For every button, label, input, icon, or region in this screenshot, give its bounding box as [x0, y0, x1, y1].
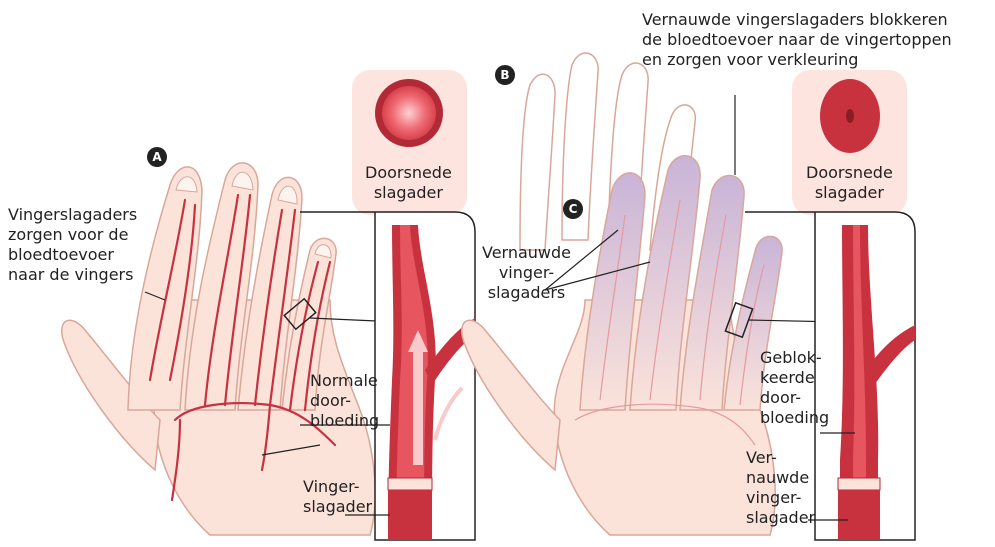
blocked-flow-label: Geblok- keerde door- bloeding	[760, 348, 829, 428]
badge-a: A	[147, 147, 167, 167]
narrowed-arteries-label: Vernauwde vinger- slagaders	[482, 243, 571, 303]
narrowed-artery-label: Ver- nauwde vinger- slagader	[746, 448, 815, 528]
cross-section-label-narrowed: Doorsnede slagader	[806, 163, 893, 203]
cross-section-label-normal: Doorsnede slagader	[365, 163, 452, 203]
finger-artery-label: Vinger- slagader	[303, 477, 372, 517]
badge-b: B	[495, 65, 515, 85]
normal-flow-label: Normale door- bloeding	[310, 371, 379, 431]
badge-c: C	[563, 199, 583, 219]
finger-arteries-label: Vingerslagaders zorgen voor de bloedtoev…	[8, 205, 137, 285]
narrowing-title-label: Vernauwde vingerslagaders blokkeren de b…	[642, 10, 952, 70]
